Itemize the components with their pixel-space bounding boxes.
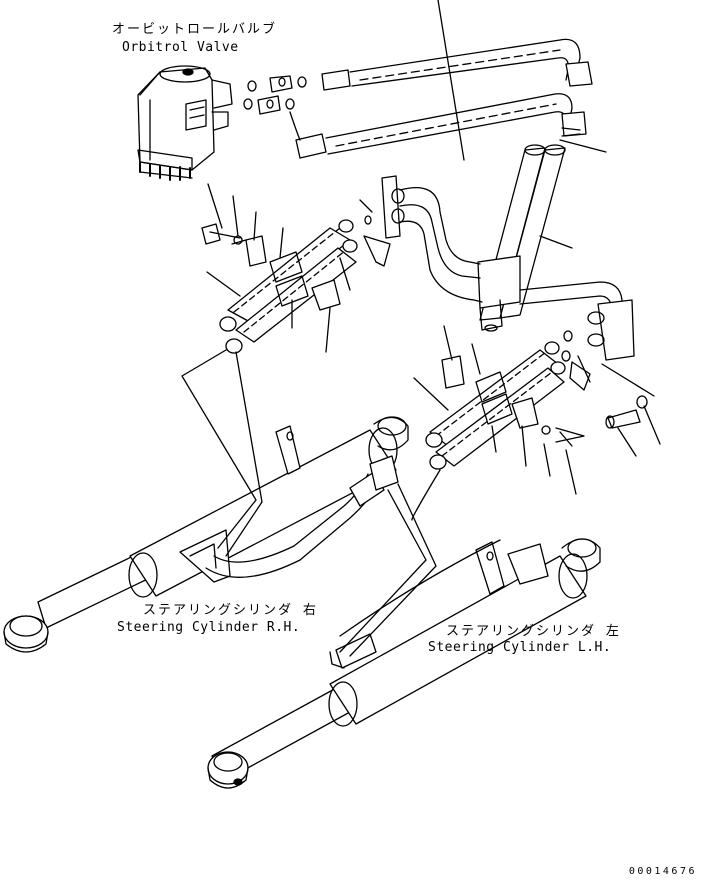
cylinder-rh-label-jp: ステアリングシリンダ 右	[143, 603, 318, 618]
right-hose-bundle	[426, 331, 647, 469]
orbitrol-label-jp: オービットロールバルブ	[112, 22, 278, 37]
document-number: 00014676	[628, 866, 697, 877]
cylinder-rh-label-en: Steering Cylinder R.H.	[117, 620, 301, 635]
leader-line	[560, 140, 606, 152]
connection-lines	[182, 350, 500, 656]
orbitrol-fittings	[244, 76, 306, 114]
orbitrol-label-en: Orbitrol Valve	[122, 40, 239, 55]
small-fitting	[562, 128, 580, 136]
upper-hoses	[290, 39, 592, 158]
center-tube-assembly	[382, 145, 634, 360]
cylinder-lh-label-en: Steering Cylinder L.H.	[428, 640, 612, 655]
washer	[232, 240, 246, 244]
right-bundle-leaders	[414, 326, 660, 494]
orbitrol-valve	[138, 66, 232, 180]
left-hose-bundle	[202, 220, 357, 353]
cylinder-lh-label-jp: ステアリングシリンダ 左	[446, 624, 621, 639]
steering-cylinder-lh	[208, 539, 600, 788]
leader-line	[438, 0, 464, 160]
steering-cylinder-rh	[4, 417, 408, 652]
left-bundle-leaders	[207, 184, 390, 352]
